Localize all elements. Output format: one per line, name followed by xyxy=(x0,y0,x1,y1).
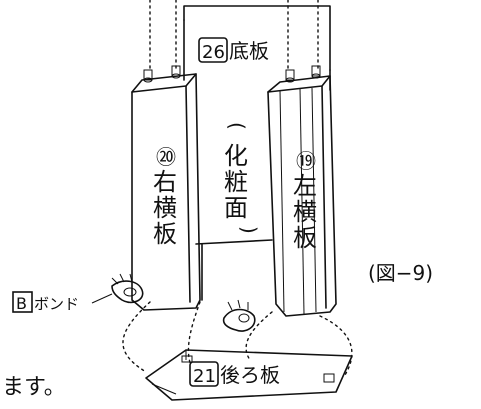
finish-face-char3: 面 xyxy=(224,194,248,222)
figure-caption: (図−9) xyxy=(368,261,433,285)
hand-right-icon xyxy=(222,299,256,332)
finish-face-close-paren: ) xyxy=(237,226,261,234)
dowel-guide-lines xyxy=(149,0,319,73)
bond-leader-line xyxy=(91,293,113,304)
bond-letter: B xyxy=(16,294,27,313)
back-board-number: 21 xyxy=(193,366,216,387)
right-side-board-char3: 板 xyxy=(153,220,177,248)
left-side-board-char2: 横 xyxy=(293,198,317,226)
center-bottom-panel xyxy=(195,239,273,301)
back-board-number-box xyxy=(189,361,219,387)
trailing-text: ます。 xyxy=(2,375,66,400)
finish-face-char2: 粧 xyxy=(224,168,248,196)
right-side-board-number: ⑳ xyxy=(156,145,176,169)
bottom-board-label: 底板 xyxy=(229,39,269,63)
back-board xyxy=(145,349,353,401)
right-side-board-char1: 右 xyxy=(153,168,177,196)
back-board-label: 後ろ板 xyxy=(220,363,280,387)
left-side-board xyxy=(267,65,337,317)
finish-face-open-paren: ( xyxy=(225,122,249,130)
hand-left-icon xyxy=(111,273,144,304)
bond-letter-box xyxy=(12,291,33,313)
bottom-board-number: 26 xyxy=(202,42,225,63)
left-side-board-char3: 板 xyxy=(293,224,317,252)
bond-label: ボンド xyxy=(34,295,79,313)
bottom-board-number-box xyxy=(198,37,228,63)
right-side-board-char2: 横 xyxy=(153,194,177,222)
left-side-board-char1: 左 xyxy=(293,172,317,200)
left-side-board-number: ⑲ xyxy=(296,149,316,173)
finish-face-char1: 化 xyxy=(224,142,248,170)
